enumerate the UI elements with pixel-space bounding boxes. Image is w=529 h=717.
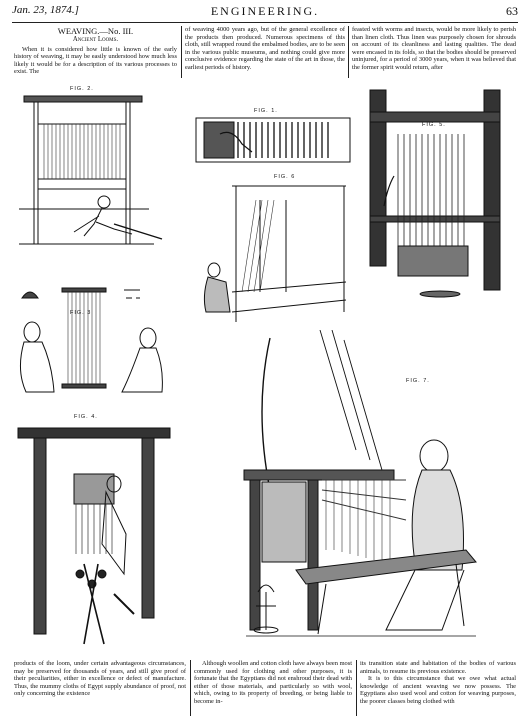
paragraph: When it is considered how little is know… — [14, 45, 177, 76]
column-rule — [348, 26, 349, 78]
loom-with-two-weavers-illustration — [12, 280, 172, 402]
paragraph: of weaving 4000 years ago, but of the ge… — [185, 26, 345, 71]
figure-caption: FIG. 6 — [274, 174, 296, 180]
figure-caption: FIG. 4. — [74, 414, 98, 420]
page-number: 63 — [506, 4, 518, 18]
upright-loom-illustration — [364, 86, 516, 304]
paragraph: products of the loom, under certain adva… — [14, 660, 186, 698]
figure-caption: FIG. 2. — [70, 86, 94, 92]
column-rule — [190, 660, 191, 716]
figure-6-loom: FIG. 6 — [196, 172, 356, 328]
text-column-2-top: of weaving 4000 years ago, but of the ge… — [185, 26, 345, 78]
paragraph: It is to this circumstance that we owe w… — [360, 675, 516, 705]
figure-1-loom: FIG. 1. — [192, 108, 354, 168]
draw-loom-illustration — [14, 414, 174, 650]
pegged-loom-with-weaver-illustration — [196, 172, 356, 328]
text-column-1-bottom: products of the loom, under certain adva… — [14, 660, 186, 716]
article-subheading: Ancient Looms. — [72, 36, 119, 43]
issue-date: Jan. 23, 1874.] — [12, 4, 79, 16]
loom-illustration — [14, 84, 164, 264]
paragraph: its transition state and habitation of t… — [360, 660, 516, 675]
figure-2-loom: FIG. 2. — [14, 84, 164, 264]
figure-caption: FIG. 1. — [254, 108, 278, 114]
journal-title: ENGINEERING. — [210, 4, 320, 18]
paragraph: Although woollen and cotton cloth have a… — [194, 660, 352, 705]
text-column-2-bottom: Although woollen and cotton cloth have a… — [194, 660, 352, 716]
column-rule — [356, 660, 357, 716]
figure-caption: FIG. 3 — [70, 310, 92, 316]
figure-4-loom: FIG. 4. — [14, 414, 174, 650]
horizontal-loom-illustration — [192, 108, 354, 168]
text-column-1-top: WEAVING.—No. III. Ancient Looms. When it… — [14, 26, 177, 76]
figure-5-loom: FIG. 5. — [364, 86, 516, 304]
figure-3-loom: FIG. 3 — [12, 280, 172, 402]
figure-caption: FIG. 7. — [406, 378, 430, 384]
text-column-3-top: feasted with worms and insects, would be… — [352, 26, 516, 78]
paragraph: feasted with worms and insects, would be… — [352, 26, 516, 71]
figure-caption: FIG. 5. — [422, 122, 446, 128]
article-heading: WEAVING.—No. III. — [57, 26, 134, 36]
loom-with-seated-weaver-illustration — [236, 330, 520, 656]
text-column-3-bottom: its transition state and habitation of t… — [360, 660, 516, 716]
page-header: Jan. 23, 1874.] ENGINEERING. 63 — [12, 4, 518, 23]
figure-7-loom: FIG. 7. — [236, 330, 520, 656]
column-rule — [181, 26, 182, 78]
